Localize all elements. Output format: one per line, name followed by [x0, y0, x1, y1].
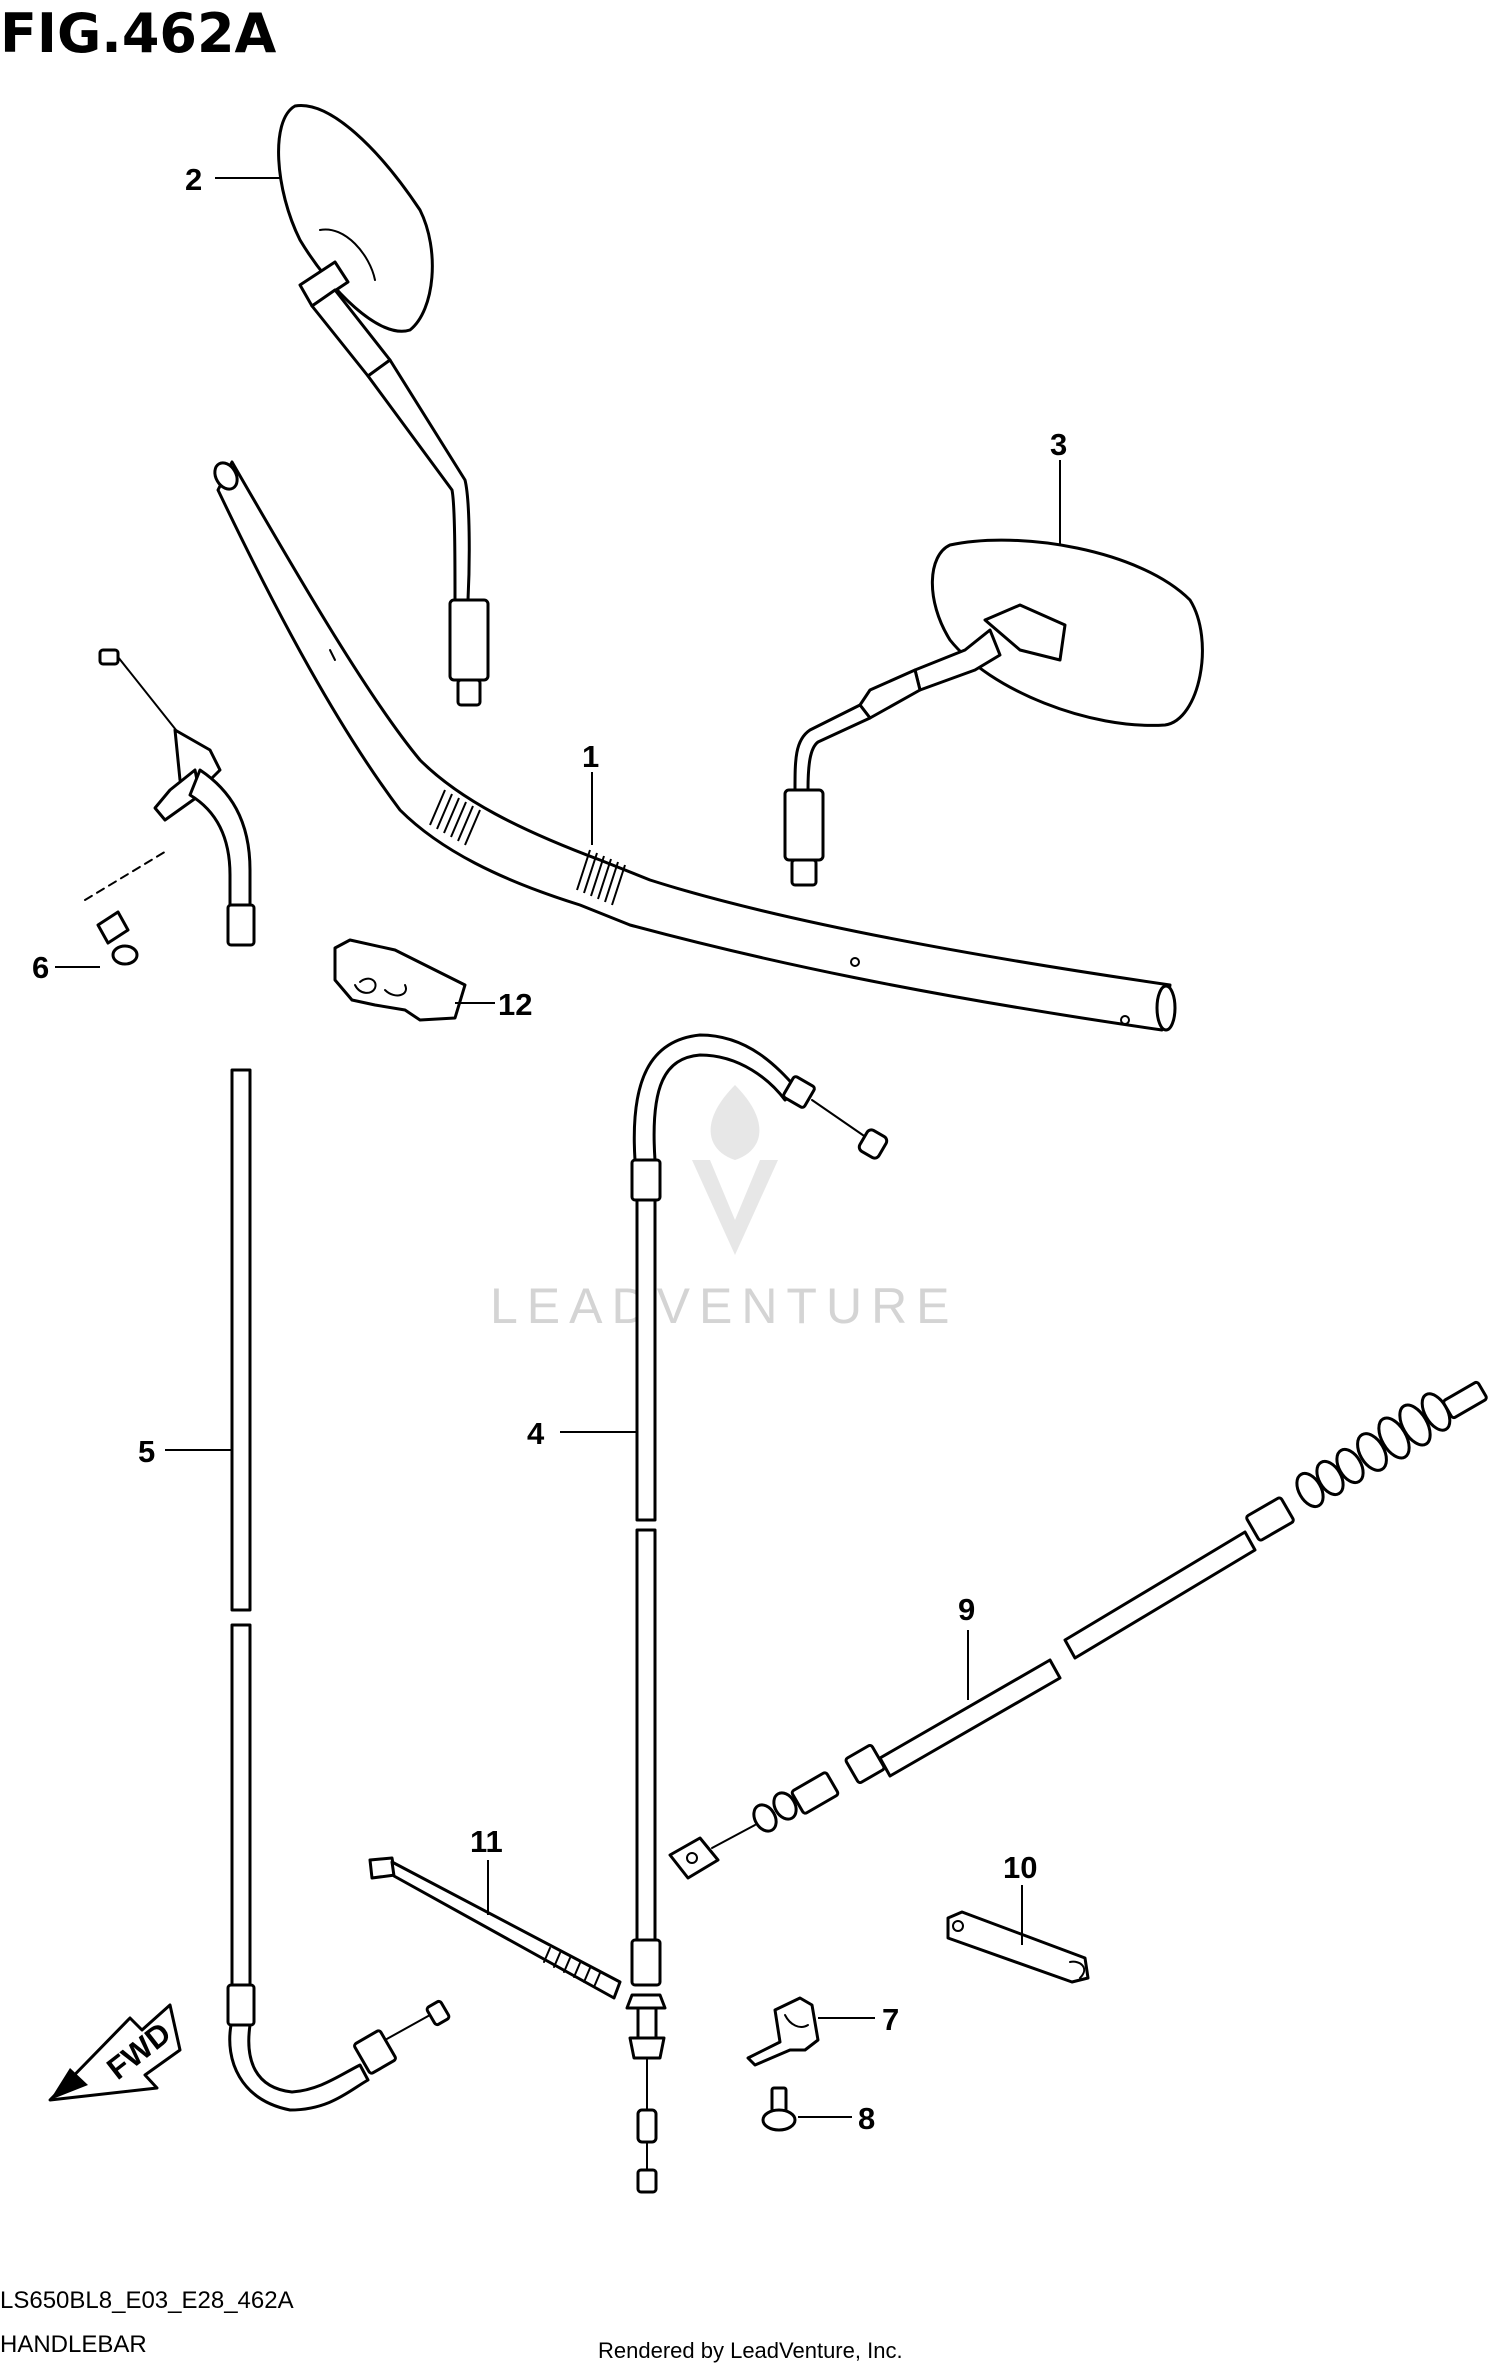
- cable-4-part[interactable]: [625, 1033, 889, 2194]
- callout-4[interactable]: 4: [527, 1416, 545, 1451]
- model-code: LS650BL8_E03_E28_462A: [0, 2287, 294, 2314]
- callout-10[interactable]: 10: [1003, 1850, 1037, 1885]
- callout-12[interactable]: 12: [498, 987, 532, 1022]
- bolt-8-part[interactable]: [761, 2086, 797, 2132]
- callout-5[interactable]: 5: [138, 1434, 155, 1469]
- watermark-logo: [692, 1085, 778, 1255]
- callout-2[interactable]: 2: [185, 162, 202, 197]
- mirror-right-part[interactable]: [783, 538, 1204, 887]
- watermark-text: LEADVENTURE: [490, 1278, 959, 1334]
- dashed-leader-6: [84, 849, 169, 901]
- callout-3[interactable]: 3: [1050, 427, 1067, 462]
- bolt-6-part[interactable]: [96, 910, 139, 966]
- callout-11[interactable]: 11: [470, 1824, 503, 1859]
- callout-1[interactable]: 1: [582, 739, 599, 774]
- cable-tie-11-part[interactable]: [368, 1856, 622, 2000]
- clutch-cable-9-part[interactable]: [668, 1380, 1488, 1880]
- mirror-left-part[interactable]: [277, 104, 490, 707]
- clip-12-part[interactable]: [333, 938, 467, 1022]
- callout-9[interactable]: 9: [958, 1592, 975, 1627]
- render-credit: Rendered by LeadVenture, Inc.: [598, 2338, 903, 2363]
- callout-8[interactable]: 8: [858, 2101, 875, 2136]
- fwd-arrow: FWD: [48, 2003, 182, 2102]
- callout-6[interactable]: 6: [32, 950, 49, 985]
- clamp-7-part[interactable]: [746, 1996, 820, 2067]
- cable-5-part[interactable]: [98, 648, 451, 2112]
- section-name: HANDLEBAR: [0, 2331, 147, 2358]
- handlebar-part[interactable]: [210, 459, 1177, 1032]
- figure-title: FIG.462A: [0, 2, 277, 65]
- bracket-10-part[interactable]: [946, 1910, 1090, 1984]
- callout-7[interactable]: 7: [882, 2002, 899, 2037]
